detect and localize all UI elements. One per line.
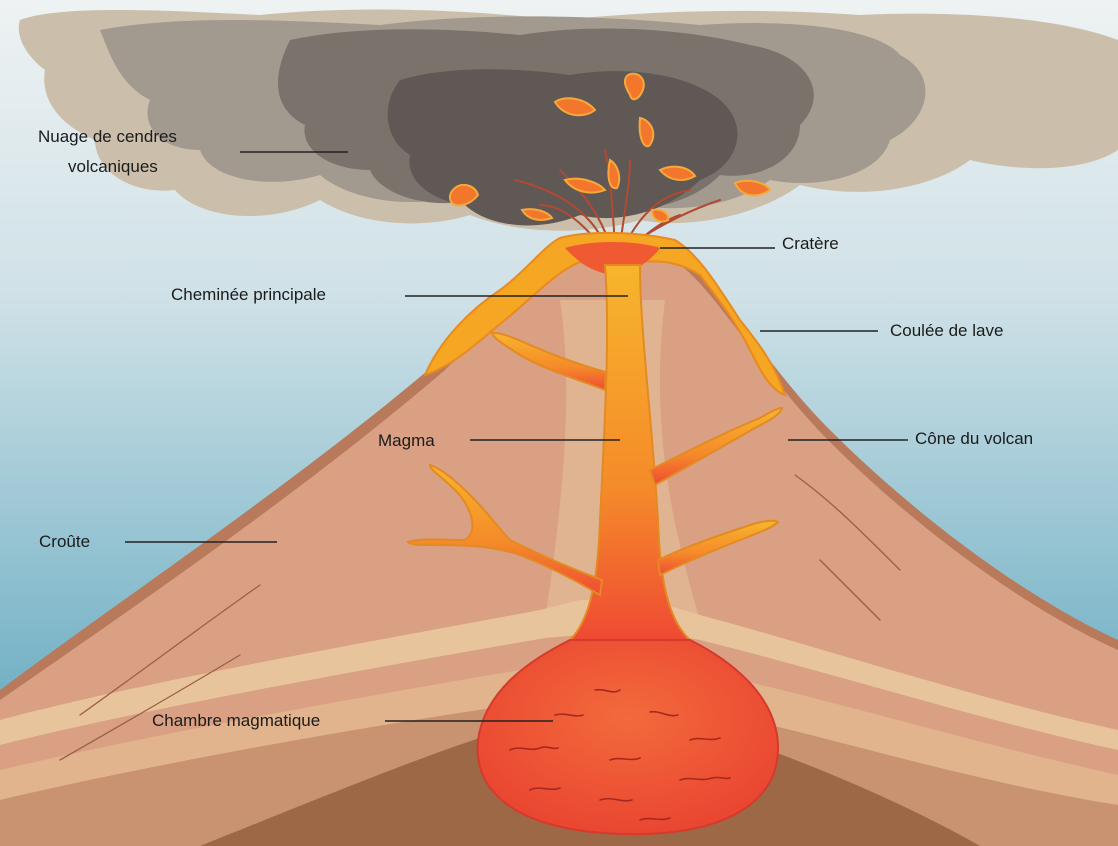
label-ash-cloud-line1: Nuage de cendres (38, 126, 177, 148)
label-main-vent: Cheminée principale (171, 284, 326, 306)
label-crater: Cratère (782, 233, 839, 255)
label-magma-chamber: Chambre magmatique (152, 710, 320, 732)
label-volcano-cone: Cône du volcan (915, 428, 1033, 450)
label-ash-cloud-line2: volcaniques (68, 156, 158, 178)
label-lava-flow: Coulée de lave (890, 320, 1003, 342)
label-crust: Croûte (39, 531, 90, 553)
magma-chamber (478, 640, 778, 834)
label-magma: Magma (378, 430, 435, 452)
